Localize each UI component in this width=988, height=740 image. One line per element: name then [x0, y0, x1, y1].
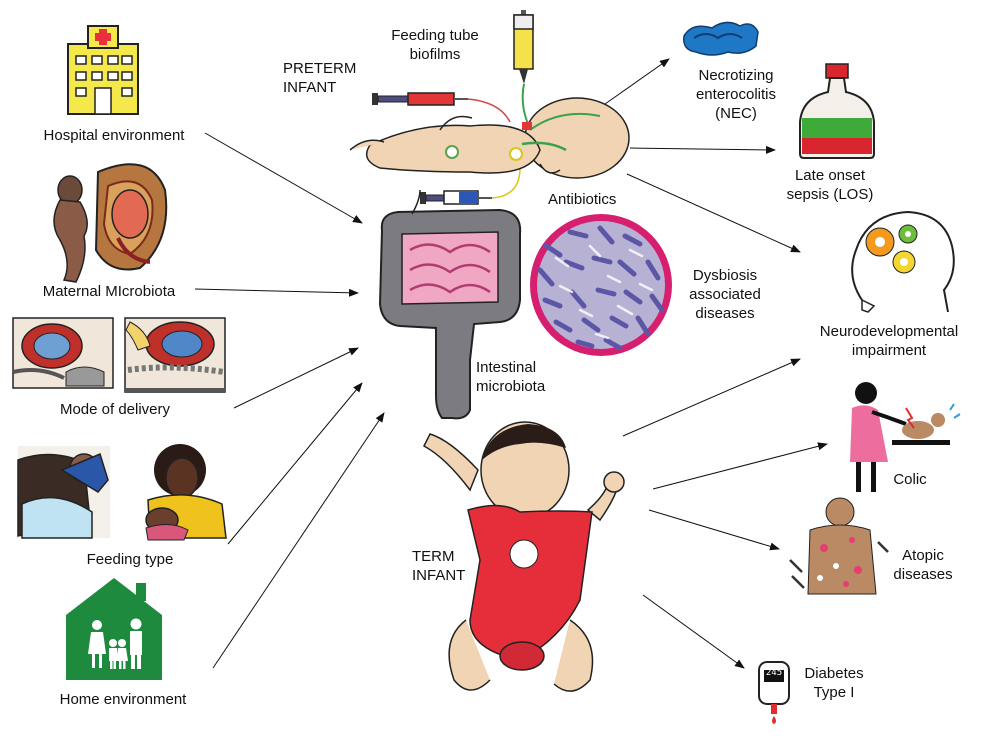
label-hospital-environment: Hospital environment — [0, 126, 228, 145]
label-atopic-diseases: Atopic diseases — [880, 546, 966, 584]
label-mode-of-delivery: Mode of delivery — [0, 400, 230, 419]
breastfeeding-icon — [18, 444, 226, 540]
label-nec: Necrotizing enterocolitis (NEC) — [668, 66, 804, 123]
atopic-skin-icon — [790, 498, 888, 594]
label-dysbiosis-associated-diseases: Dysbiosis associated diseases — [674, 266, 776, 323]
label-diabetes-type-i: Diabetes Type I — [794, 664, 874, 702]
label-antibiotics: Antibiotics — [548, 190, 616, 209]
label-home-environment: Home environment — [18, 690, 228, 709]
label-colic: Colic — [880, 470, 940, 489]
brain-gears-icon — [852, 212, 954, 312]
label-intestinal-microbiota: Intestinal microbiota — [476, 358, 545, 396]
label-los: Late onset sepsis (LOS) — [770, 166, 890, 204]
delivery-icon — [13, 318, 225, 393]
preterm-baby-icon — [350, 98, 629, 178]
pregnancy-icon — [54, 164, 166, 282]
feeding-tube-icon — [514, 10, 533, 124]
label-feeding-tube-biofilms: Feeding tube biofilms — [380, 26, 490, 64]
nec-intestine-icon — [684, 22, 758, 55]
label-maternal-microbiota: Maternal MIcrobiota — [0, 282, 218, 301]
hospital-icon — [68, 26, 138, 114]
label-neurodevelopmental-impairment: Neurodevelopmental impairment — [800, 322, 978, 360]
glucometer-reading: 245 — [762, 668, 786, 679]
label-term-infant: TERM INFANT — [412, 547, 465, 585]
label-feeding-type: Feeding type — [50, 550, 210, 569]
bacteria-disc-icon — [530, 214, 672, 356]
sepsis-bottle-icon — [800, 64, 874, 158]
house-icon — [66, 578, 162, 680]
label-preterm-infant: PRETERM INFANT — [283, 59, 356, 97]
